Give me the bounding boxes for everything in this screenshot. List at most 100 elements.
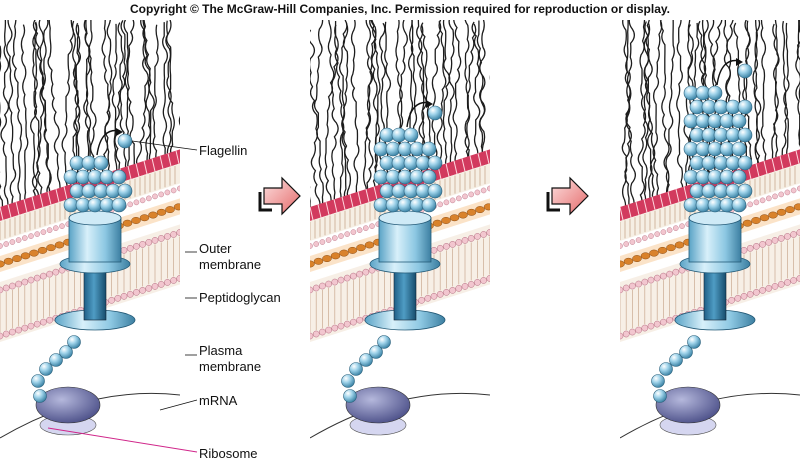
lps-chain (479, 20, 486, 160)
lipid-head (418, 296, 425, 304)
lipid-head (784, 279, 791, 286)
lipid-head (771, 237, 779, 244)
lipid-head (33, 320, 41, 328)
lps-chain (464, 23, 477, 165)
lipid-head (480, 231, 487, 238)
peptidoglycan-unit (674, 241, 685, 249)
leaflet-line (635, 201, 640, 216)
lps-chain (365, 20, 374, 198)
leader-line (159, 399, 198, 411)
label-outer-membrane-line1: Outer (199, 241, 232, 256)
filament-subunit (427, 183, 443, 199)
lipid-head (34, 231, 41, 237)
lipid-head (362, 225, 369, 231)
lipid-head (784, 233, 791, 240)
lps-chain (676, 20, 684, 197)
basal-cylinder-top (378, 210, 432, 226)
flagellin-subunit (377, 335, 391, 349)
lipid-head (647, 322, 655, 330)
free-flagellin-subunit (737, 63, 753, 79)
lipid-head (133, 243, 140, 250)
lipid-head (766, 195, 772, 202)
lipid-head (343, 274, 351, 282)
lipid-head (753, 199, 760, 206)
lipid-head (59, 223, 65, 229)
lipid-head (40, 272, 47, 280)
flagellin-subunit (33, 389, 47, 403)
lps-chain (795, 20, 800, 143)
lps-chain (621, 20, 632, 215)
lipid-head (108, 296, 115, 304)
leaflet-line (453, 160, 458, 175)
lipid-head (27, 322, 35, 330)
filament-subunit (421, 197, 437, 213)
lipid-head (660, 318, 667, 326)
lps-chain (371, 20, 381, 194)
lipid-head (331, 278, 339, 286)
lipid-head (430, 246, 438, 254)
lipid-head (777, 235, 785, 242)
lipid-head (176, 275, 180, 282)
lps-chain (135, 20, 149, 171)
leaflet-line (373, 186, 378, 200)
flagellin-subunit (659, 362, 673, 376)
lipid-head (436, 290, 444, 298)
lipid-head (157, 235, 165, 242)
lipid-head (486, 229, 490, 236)
lipid-head (15, 326, 22, 334)
lipid-head (319, 328, 326, 336)
lipid-head (15, 280, 22, 288)
lps-chain (642, 20, 650, 208)
lipid-head (449, 241, 456, 248)
lipid-head (362, 268, 370, 276)
lipid-head (164, 233, 171, 240)
lps-chains (310, 17, 500, 215)
lipid-head (0, 286, 4, 294)
lipid-head (437, 201, 444, 208)
lipid-head (740, 246, 748, 254)
lps-chain (126, 20, 136, 173)
peptidoglycan-unit (759, 214, 770, 222)
flagellin-subunit (343, 389, 357, 403)
lipid-head (468, 191, 475, 198)
peptidoglycan-unit (165, 206, 175, 214)
lipid-head (635, 237, 642, 243)
lipid-head (53, 225, 59, 231)
lps-chain (492, 17, 500, 157)
peptidoglycan-unit (131, 217, 141, 224)
peptidoglycan-unit (330, 252, 341, 260)
lipid-head (170, 187, 177, 194)
lps-chain (0, 20, 10, 214)
lipid-head (455, 195, 462, 202)
filament-subunit (421, 141, 437, 157)
leaflet-line (39, 194, 44, 208)
filament-subunit (427, 155, 443, 171)
lipid-head (641, 278, 649, 286)
lipid-head (647, 276, 655, 284)
lps-chain (187, 15, 191, 155)
peptidoglycan-unit (657, 246, 668, 254)
leaflet-line (325, 201, 330, 216)
leaflet-line (779, 155, 784, 169)
flagellin-subunit (679, 345, 693, 359)
lipid-head (127, 201, 133, 208)
peptidoglycan-unit (776, 208, 787, 216)
leaflet-line (31, 196, 36, 210)
lipid-head (666, 227, 673, 233)
lipid-head (436, 244, 444, 252)
leaflet-line (63, 186, 68, 200)
lipid-head (467, 281, 475, 288)
lps-chain (752, 20, 762, 171)
peptidoglycan-unit (475, 206, 485, 214)
lipid-head (660, 272, 667, 280)
flagellin-subunit (59, 345, 73, 359)
lipid-head (474, 279, 481, 286)
peptidoglycan-unit (148, 211, 158, 219)
copyright-notice: Copyright © The McGraw-Hill Companies, I… (129, 2, 671, 16)
lipid-head (771, 283, 779, 290)
lipid-head (331, 235, 338, 241)
leaflet-line (159, 155, 164, 169)
lipid-head (728, 296, 735, 304)
lipid-head (313, 241, 320, 247)
leaflet-line (643, 199, 648, 213)
